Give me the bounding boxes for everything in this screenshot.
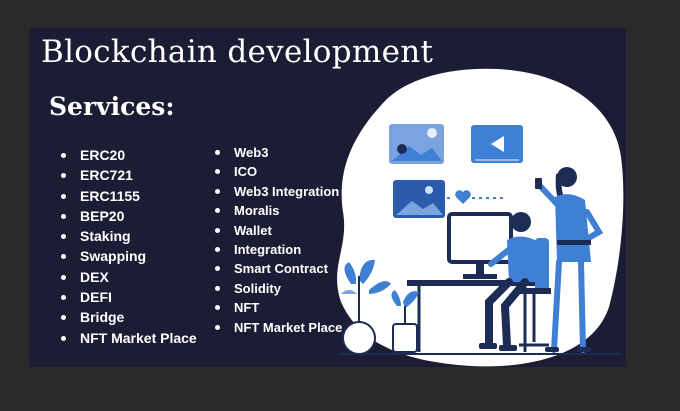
heart-icon — [455, 190, 471, 204]
services-list-left: ERC20 ERC721 ERC1155 BEP20 Staking Swapp… — [61, 145, 197, 348]
plant-icon — [341, 259, 391, 355]
list-item: Bridge — [61, 307, 197, 327]
service-banner: Blockchain development Services: ERC20 E… — [29, 28, 626, 367]
list-item: NFT — [215, 298, 365, 317]
list-item: Smart Contract — [215, 259, 365, 278]
video-play-icon — [471, 125, 523, 163]
list-item: Web3 Integration — [215, 182, 365, 201]
list-item: NFT Market Place — [215, 318, 365, 337]
chair — [517, 238, 551, 347]
list-item: BEP20 — [61, 206, 197, 226]
developer-figure — [479, 212, 543, 351]
standing-person-figure — [535, 167, 604, 353]
banner-title: Blockchain development — [41, 34, 434, 70]
list-item: DEFI — [61, 287, 197, 307]
list-item: Wallet — [215, 221, 365, 240]
list-item: Staking — [61, 226, 197, 246]
services-list-right: Web3 ICO Web3 Integration Moralis Wallet… — [215, 143, 365, 337]
list-item: ERC20 — [61, 145, 197, 165]
list-item: Integration — [215, 240, 365, 259]
image-card-icon — [389, 124, 444, 164]
developer-illustration — [337, 68, 624, 367]
list-item: ICO — [215, 162, 365, 181]
small-plant-icon — [391, 290, 419, 353]
list-item: DEX — [61, 267, 197, 287]
list-item: NFT Market Place — [61, 328, 197, 348]
night-landscape-icon — [393, 180, 445, 218]
list-item: ERC721 — [61, 165, 197, 185]
list-item: Moralis — [215, 201, 365, 220]
services-heading: Services: — [49, 92, 175, 121]
list-item: Solidity — [215, 279, 365, 298]
list-item: Web3 — [215, 143, 365, 162]
list-item: ERC1155 — [61, 186, 197, 206]
list-item: Swapping — [61, 246, 197, 266]
